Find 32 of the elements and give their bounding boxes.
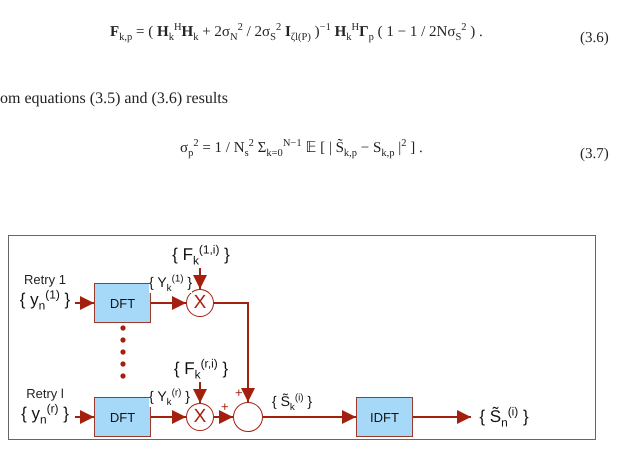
equation-number: (3.6) (580, 30, 609, 47)
signal-arrow (151, 296, 186, 310)
sign-label: + (221, 400, 229, 413)
signal-arrow (193, 382, 207, 403)
signal-label: { S̃$_{n}$$^{(i)}$ } (479, 404, 529, 430)
diagram-frame (8, 235, 596, 440)
signal-label: { F$_{k}$$^{(r,i)}$ } (174, 356, 228, 382)
body-text: om equations (3.5) and (3.6) results (0, 90, 228, 108)
signal-label: { y$_{n}$$^{(1)}$ } (20, 287, 70, 312)
equation: F$_{k,p}$ = ( H$_{k}$$^{H}$H$_{k}$ + 2σ$_{N}$$^{2}$ / 2σ$_{S}$$^{2}$ I$_{ζl(P)}$ )$^{−1}$ H$_{k}$$^{H}$Γ$_{p}$ ( 1 − 1 / 2Nσ$_{S}$$^{2}$ ) . (110, 22, 483, 43)
signal-arrow (193, 268, 207, 289)
signal-label: { y$_{n}$$^{(r)}$ } (21, 401, 69, 426)
signal-arrow (263, 410, 356, 424)
signal-arrow (413, 410, 471, 424)
input-label: Retry l (26, 386, 64, 401)
signal-arrow (214, 302, 255, 402)
summing-junction (233, 402, 263, 432)
multiplier-circle: X (186, 289, 214, 317)
process-block: IDFT (356, 397, 413, 437)
signal-arrow (151, 410, 186, 424)
signal-arrow (75, 296, 94, 310)
edge-label: { Y$_{k}$$^{(r)}$ } (149, 388, 190, 408)
equation-number: (3.7) (580, 146, 609, 163)
signal-arrow (75, 410, 94, 424)
multiplier-circle: X (186, 403, 214, 431)
edge-label: { S̃$_{k}$$^{(i)}$ } (272, 393, 312, 412)
sign-label: + (235, 386, 243, 399)
signal-label: { F$_{k}$$^{(1,i)}$ } (172, 242, 230, 268)
input-label: Retry 1 (24, 272, 66, 287)
signal-arrow (214, 410, 233, 424)
equation: σ$_{p}$$^{2}$ = 1 / N$_{s}$$^{2}$ Σ$_{k=0}$$^{N−1}$ 𝔼 [ | S̃$_{k,p}$ − S$_{k,p}$ |$^{2}$ ] . (180, 138, 423, 159)
edge-label: { Y$_{k}$$^{(1)}$ } (149, 274, 192, 294)
